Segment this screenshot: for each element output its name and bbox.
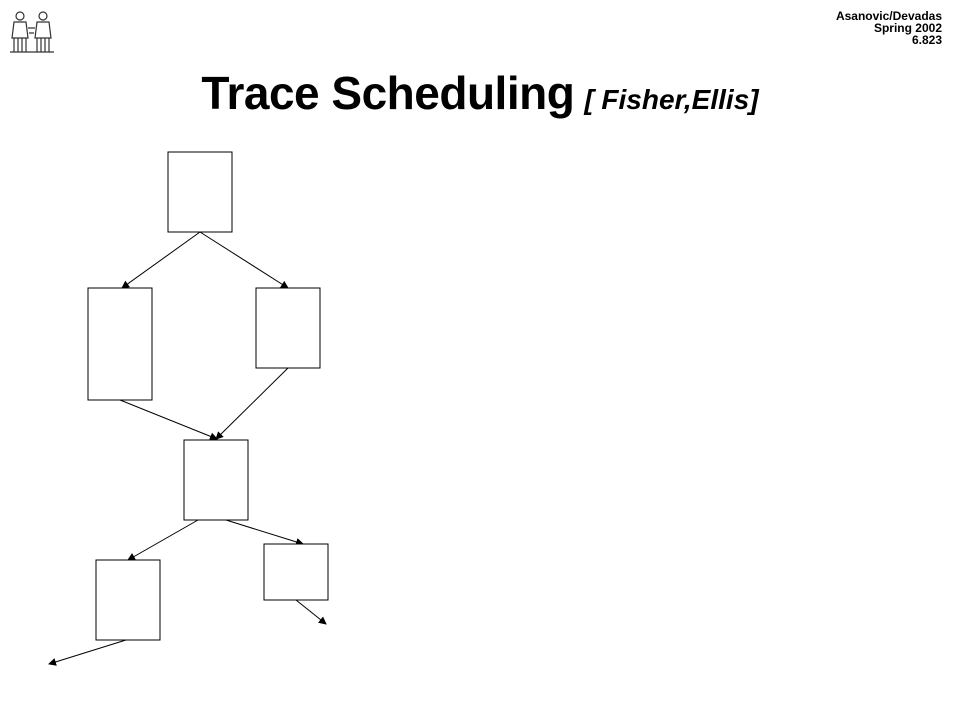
edge-b1-to-b2: [121, 231, 201, 289]
edge-b1-to-b3: [199, 231, 289, 289]
edge-b3-to-b4: [215, 367, 289, 440]
basic-block-b4: [183, 439, 249, 521]
basic-block-b1: [167, 151, 233, 233]
basic-block-b2: [87, 287, 153, 401]
title-citation: [ Fisher,Ellis]: [584, 84, 759, 115]
title-main: Trace Scheduling: [201, 67, 575, 119]
basic-block-b5: [95, 559, 161, 641]
authors-text: Asanovic/Devadas: [835, 9, 942, 23]
term-text: Spring 2002: [873, 21, 942, 35]
edge-b4-to-b6: [225, 519, 304, 546]
header-info: Asanovic/Devadas Spring 2002 6.823: [836, 10, 942, 46]
edge-b6-to-exit-right: [295, 599, 327, 625]
course-number: 6.823: [911, 33, 942, 47]
edge-b5-to-exit-left: [48, 639, 127, 666]
basic-block-b3: [255, 287, 321, 369]
slide-title: Trace Scheduling [ Fisher,Ellis]: [0, 66, 960, 120]
basic-block-b6: [263, 543, 329, 601]
institute-seal-icon: [10, 11, 54, 53]
edge-b4-to-b5: [127, 519, 199, 561]
edge-b2-to-b4: [119, 399, 218, 441]
